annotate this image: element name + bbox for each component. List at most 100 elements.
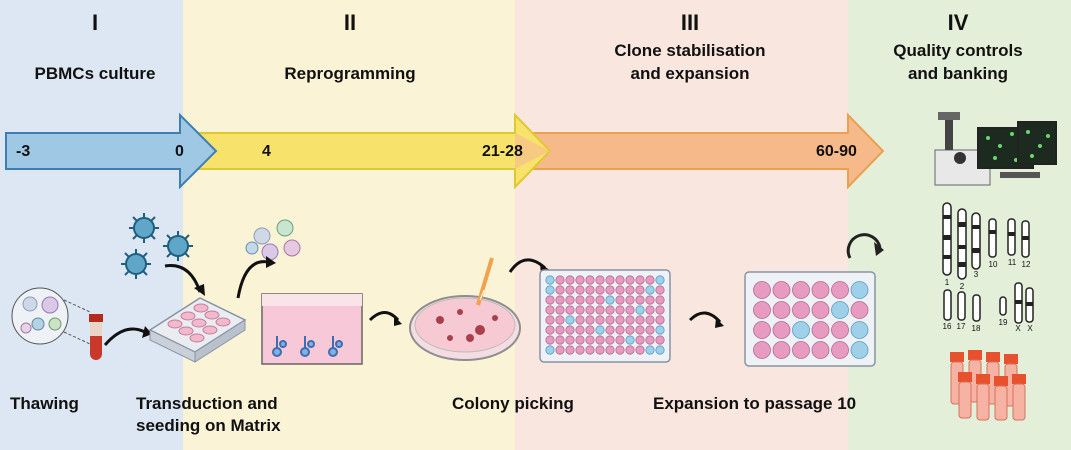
timeline-tick-day-4: 4 bbox=[262, 143, 271, 160]
phase-2-numeral: II bbox=[343, 10, 357, 35]
plate-well bbox=[615, 295, 625, 305]
plate-well bbox=[850, 301, 869, 319]
timeline-tick-day-0: 0 bbox=[175, 143, 184, 160]
plate-well bbox=[555, 325, 565, 335]
chromosome-label: 18 bbox=[971, 324, 981, 333]
arrow-dish-to-96well bbox=[508, 258, 547, 273]
microscope-workstation-icon bbox=[934, 112, 1057, 186]
plate-well bbox=[635, 325, 645, 335]
plate-well bbox=[645, 345, 655, 355]
plate-well bbox=[635, 315, 645, 325]
arrowhead bbox=[266, 256, 276, 268]
plate-well bbox=[792, 341, 810, 359]
plate-well bbox=[565, 305, 575, 315]
plate-well bbox=[555, 305, 565, 315]
plate-well bbox=[575, 325, 585, 335]
plate-well bbox=[605, 305, 615, 315]
plate-well bbox=[615, 335, 625, 345]
plate-well bbox=[555, 315, 565, 325]
plate-well bbox=[753, 281, 771, 299]
plate-well bbox=[555, 335, 565, 345]
plate-well bbox=[635, 295, 645, 305]
phase-4-numeral: IV bbox=[947, 10, 969, 35]
plate-well bbox=[625, 335, 635, 345]
plate-well bbox=[595, 315, 605, 325]
plate-well bbox=[635, 335, 645, 345]
step-expansion-label: Expansion to passage 10 bbox=[653, 394, 857, 413]
virus-particles-icon bbox=[121, 213, 193, 279]
plate-well bbox=[615, 315, 625, 325]
step-thawing-label: Thawing bbox=[10, 394, 79, 413]
plate-well bbox=[850, 321, 869, 339]
plate-well bbox=[605, 295, 615, 305]
plate-well bbox=[575, 275, 585, 285]
plate-well bbox=[792, 281, 810, 299]
plate-well bbox=[635, 305, 645, 315]
karyotype-icon bbox=[942, 202, 1034, 324]
plate-well bbox=[625, 305, 635, 315]
ninety-six-well-plate-icon bbox=[539, 269, 671, 363]
plate-well bbox=[625, 345, 635, 355]
matrix-dish-icon bbox=[261, 293, 363, 365]
plate-well bbox=[575, 335, 585, 345]
plate-well bbox=[625, 295, 635, 305]
plate-well bbox=[635, 345, 645, 355]
plate-well bbox=[625, 325, 635, 335]
plate-well bbox=[850, 341, 869, 359]
plate-well bbox=[595, 325, 605, 335]
phase-3-title-line1: Clone stabilisation bbox=[614, 41, 766, 60]
plate-well bbox=[615, 325, 625, 335]
plate-well bbox=[555, 345, 565, 355]
plate-well bbox=[595, 345, 605, 355]
plate-well bbox=[811, 301, 830, 319]
plate-well bbox=[595, 295, 605, 305]
plate-well bbox=[645, 335, 655, 345]
arrow-96-to-24well bbox=[688, 311, 722, 324]
plate-well bbox=[605, 315, 615, 325]
phase-4-title-line1: Quality controls bbox=[893, 41, 1023, 60]
plate-well bbox=[615, 285, 625, 295]
chromosome-label: 3 bbox=[973, 270, 979, 279]
plate-well bbox=[575, 285, 585, 295]
plate-well bbox=[585, 305, 595, 315]
plate-well bbox=[792, 321, 810, 339]
plate-well bbox=[565, 335, 575, 345]
arrowhead bbox=[194, 284, 205, 296]
plate-well bbox=[585, 285, 595, 295]
plate-well bbox=[625, 315, 635, 325]
phase-3-background bbox=[515, 0, 848, 450]
chromosome-label: 10 bbox=[988, 260, 998, 269]
plate-well bbox=[655, 325, 665, 335]
transduced-cells-icon bbox=[245, 219, 301, 261]
plate-well bbox=[555, 285, 565, 295]
step-transduction-label-line2: seeding on Matrix bbox=[136, 416, 281, 435]
plate-well bbox=[645, 285, 655, 295]
plate-well bbox=[615, 305, 625, 315]
plate-well bbox=[565, 295, 575, 305]
plate-well bbox=[635, 275, 645, 285]
plate-well bbox=[831, 321, 849, 339]
step-transduction-label-line1: Transduction and bbox=[136, 394, 278, 413]
timeline-tick-day-60-90: 60-90 bbox=[816, 143, 857, 160]
plate-well bbox=[625, 285, 635, 295]
plate-well bbox=[645, 315, 655, 325]
timeline-arrow-4 bbox=[514, 112, 885, 190]
plate-well bbox=[831, 301, 849, 319]
arrow-dish-to-colonies bbox=[368, 311, 400, 322]
step-colony-picking-label: Colony picking bbox=[452, 394, 574, 413]
plate-well bbox=[595, 305, 605, 315]
plate-well bbox=[645, 305, 655, 315]
plate-well bbox=[655, 285, 665, 295]
plate-well bbox=[615, 275, 625, 285]
timeline-arrow-1 bbox=[5, 112, 218, 190]
plate-well bbox=[753, 341, 771, 359]
phase-4-title-line2: and banking bbox=[907, 64, 1009, 83]
plate-well bbox=[645, 325, 655, 335]
plate-well bbox=[595, 285, 605, 295]
chromosome-label: 11 bbox=[1007, 258, 1017, 267]
plate-well bbox=[595, 275, 605, 285]
twelve-well-plate-icon bbox=[148, 297, 247, 363]
plate-well bbox=[615, 345, 625, 355]
plate-well bbox=[605, 345, 615, 355]
